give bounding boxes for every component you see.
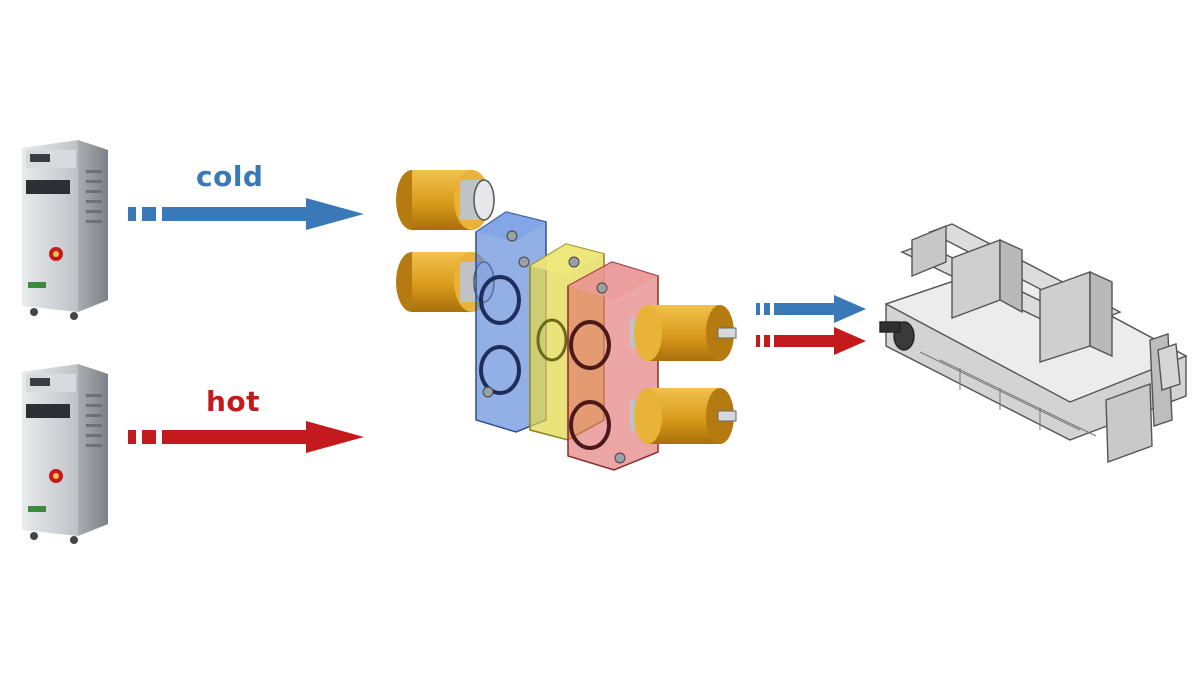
temperature-unit-cold <box>22 140 108 320</box>
die-casting-machine <box>879 223 1188 463</box>
cold-flow-arrow <box>128 198 364 230</box>
hot-label: hot <box>206 385 261 418</box>
actuator <box>396 170 495 230</box>
temperature-unit-hot <box>22 364 108 544</box>
output-hot-arrow <box>756 327 866 355</box>
actuator <box>630 305 737 361</box>
output-cold-arrow <box>756 295 866 323</box>
cold-label: cold <box>196 160 264 193</box>
actuator <box>630 388 737 444</box>
hot-flow-arrow <box>128 421 364 453</box>
valve-block <box>396 170 737 471</box>
valve-body-blue <box>475 211 547 433</box>
